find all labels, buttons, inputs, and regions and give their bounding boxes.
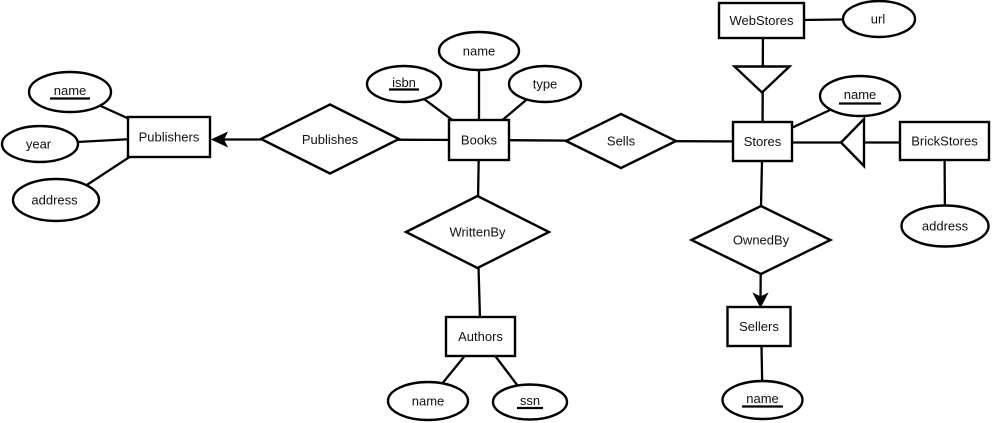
svg-text:Authors: Authors (458, 329, 503, 344)
svg-text:isbn: isbn (392, 75, 416, 90)
svg-text:name: name (844, 87, 877, 102)
svg-text:name: name (412, 394, 445, 409)
svg-text:year: year (26, 137, 52, 152)
svg-text:name: name (54, 83, 87, 98)
svg-text:address: address (922, 219, 969, 234)
svg-text:name: name (463, 44, 496, 59)
svg-text:Publishers: Publishers (139, 130, 200, 145)
svg-text:address: address (31, 193, 78, 208)
svg-text:name: name (746, 391, 779, 406)
svg-text:BrickStores: BrickStores (911, 134, 978, 149)
svg-text:ssn: ssn (520, 393, 540, 408)
svg-text:Sellers: Sellers (739, 319, 779, 334)
svg-text:OwnedBy: OwnedBy (733, 233, 790, 248)
svg-text:Books: Books (461, 133, 498, 148)
svg-text:url: url (871, 12, 886, 27)
svg-text:type: type (533, 77, 558, 92)
svg-text:Publishes: Publishes (302, 132, 359, 147)
svg-text:WrittenBy: WrittenBy (449, 225, 506, 240)
svg-text:WebStores: WebStores (729, 13, 794, 28)
svg-text:Stores: Stores (744, 134, 782, 149)
svg-text:Sells: Sells (607, 134, 636, 149)
